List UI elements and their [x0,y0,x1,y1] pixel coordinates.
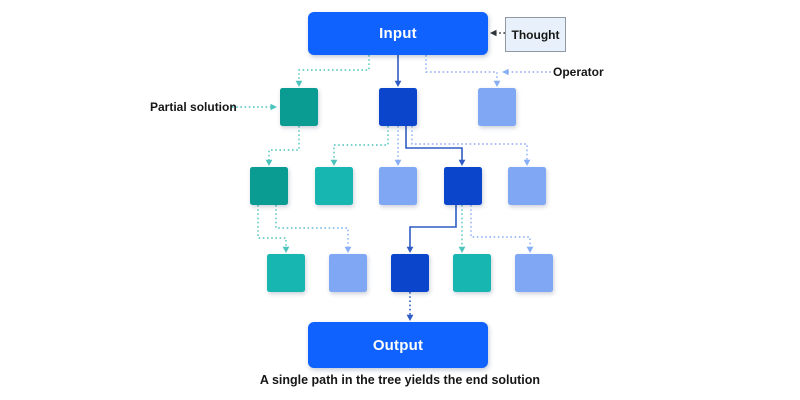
edge-l1-darkblue-to-l2-lightblue [394,126,402,166]
operator-label: Operator [553,65,604,79]
output-label: Output [372,336,424,354]
level2-thought-box-5-light_blue [508,167,546,205]
edge-l2-teal-to-l3-lightblue [275,205,352,253]
edge-input-to-l1-darkblue-solid [394,55,402,87]
caption: A single path in the tree yields the end… [259,373,541,387]
level2-thought-box-1-teal [250,167,288,205]
edge-l2-darkblue-to-l3-turquoise [458,205,466,253]
edge-l1-darkblue-to-l2-darkblue-solid [405,126,466,166]
leader-partial-solution-label [232,103,277,111]
level3-thought-box-4-turquoise [453,254,491,292]
output-node: Output [308,322,488,368]
tree-level-1 [280,88,516,126]
input-node: Input [308,12,488,55]
edge-input-to-l1-teal [295,55,370,87]
leader-operator-label [502,68,551,76]
edge-l2-darkblue-to-l3-darkblue-solid [406,205,457,253]
edge-thought-to-input [490,29,505,37]
thought-label: Thought [511,27,560,42]
edge-l2-teal-to-l3-turquoise [257,205,290,253]
edge-l3-darkblue-to-output [406,292,414,321]
tree-level-2 [250,167,546,205]
edge-l1-darkblue-to-l2-lightblue-right [411,126,531,166]
input-label: Input [379,25,417,42]
edge-l2-darkblue-to-l3-lightblue [470,205,534,253]
level2-thought-box-2-turquoise [314,167,353,205]
level1-thought-box-1-teal [280,88,318,126]
edge-l1-darkblue-to-l2-turquoise [330,126,389,166]
edge-l1-teal-to-l2-teal [265,126,300,166]
level3-thought-box-3-dark_blue [391,254,429,292]
level3-thought-box-5-light_blue [515,254,553,292]
level3-thought-box-2-light_blue [329,254,367,292]
tree-level-3 [267,254,553,292]
level1-thought-box-2-dark_blue [379,88,417,126]
edge-input-to-l1-lightblue [425,55,501,87]
level2-thought-box-4-dark_blue [443,167,482,205]
level3-thought-box-1-turquoise [267,254,305,292]
thought-legend-box: Thought [505,17,566,52]
level1-thought-box-3-light_blue [478,88,516,126]
level2-thought-box-3-light_blue [379,167,417,205]
partial-solution-label: Partial solution [150,100,237,114]
